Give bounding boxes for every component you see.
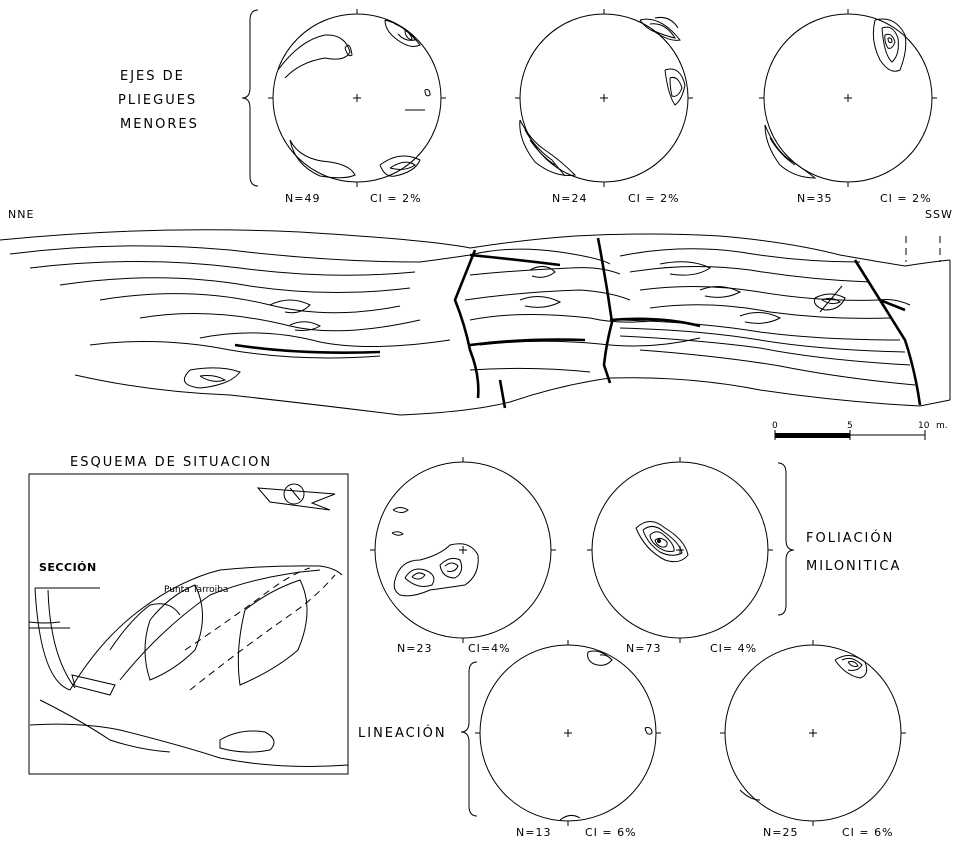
scale-bar <box>775 430 925 440</box>
stereonet-6-n: N=13 <box>516 826 551 839</box>
scale-tick-5: 5 <box>847 421 853 431</box>
stereonet-1 <box>268 9 446 187</box>
stereonet-4 <box>370 457 556 643</box>
section-label: SECCIÓN <box>39 561 97 574</box>
stereonet-6 <box>475 640 661 826</box>
punta-label: Punta Tarroiba <box>164 585 228 595</box>
stereonet-1-n: N=49 <box>285 192 320 205</box>
cross-section <box>0 230 950 415</box>
fold-axes-brace <box>242 10 258 186</box>
scale-tick-0: 0 <box>772 421 778 431</box>
stereonet-5-n: N=73 <box>626 642 661 655</box>
fold-axes-label-3: MENORES <box>120 117 199 132</box>
ssw-label: SSW <box>925 208 953 221</box>
stereonet-3 <box>759 9 937 187</box>
stereonet-7 <box>720 640 906 826</box>
lineation-label: LINEACIÓN <box>358 725 447 741</box>
stereonet-5 <box>587 457 773 643</box>
stereonet-4-ci: CI=4% <box>468 642 511 655</box>
situation-title: ESQUEMA DE SITUACION <box>70 455 272 470</box>
situation-map <box>29 474 348 774</box>
stereonet-5-ci: CI= 4% <box>710 642 757 655</box>
foliation-label-1: FOLIACIÓN <box>806 530 894 546</box>
nne-label: NNE <box>8 208 34 221</box>
stereonet-3-ci: CI = 2% <box>880 192 932 205</box>
stereonet-2 <box>515 9 693 187</box>
stereonet-6-ci: CI = 6% <box>585 826 637 839</box>
stereonet-2-ci: CI = 2% <box>628 192 680 205</box>
lineation-brace <box>461 662 477 816</box>
fold-axes-label-2: PLIEGUES <box>118 93 197 108</box>
scale-tick-10: 10 <box>918 421 930 431</box>
stereonet-4-n: N=23 <box>397 642 432 655</box>
stereonet-3-n: N=35 <box>797 192 832 205</box>
stereonet-1-ci: CI = 2% <box>370 192 422 205</box>
stereonet-7-ci: CI = 6% <box>842 826 894 839</box>
foliation-label-2: MILONITICA <box>806 559 901 574</box>
fold-axes-label-1: EJES DE <box>120 69 185 84</box>
scale-unit: m. <box>936 421 948 431</box>
stereonet-2-n: N=24 <box>552 192 587 205</box>
stereonet-7-n: N=25 <box>763 826 798 839</box>
foliation-brace <box>778 463 794 615</box>
